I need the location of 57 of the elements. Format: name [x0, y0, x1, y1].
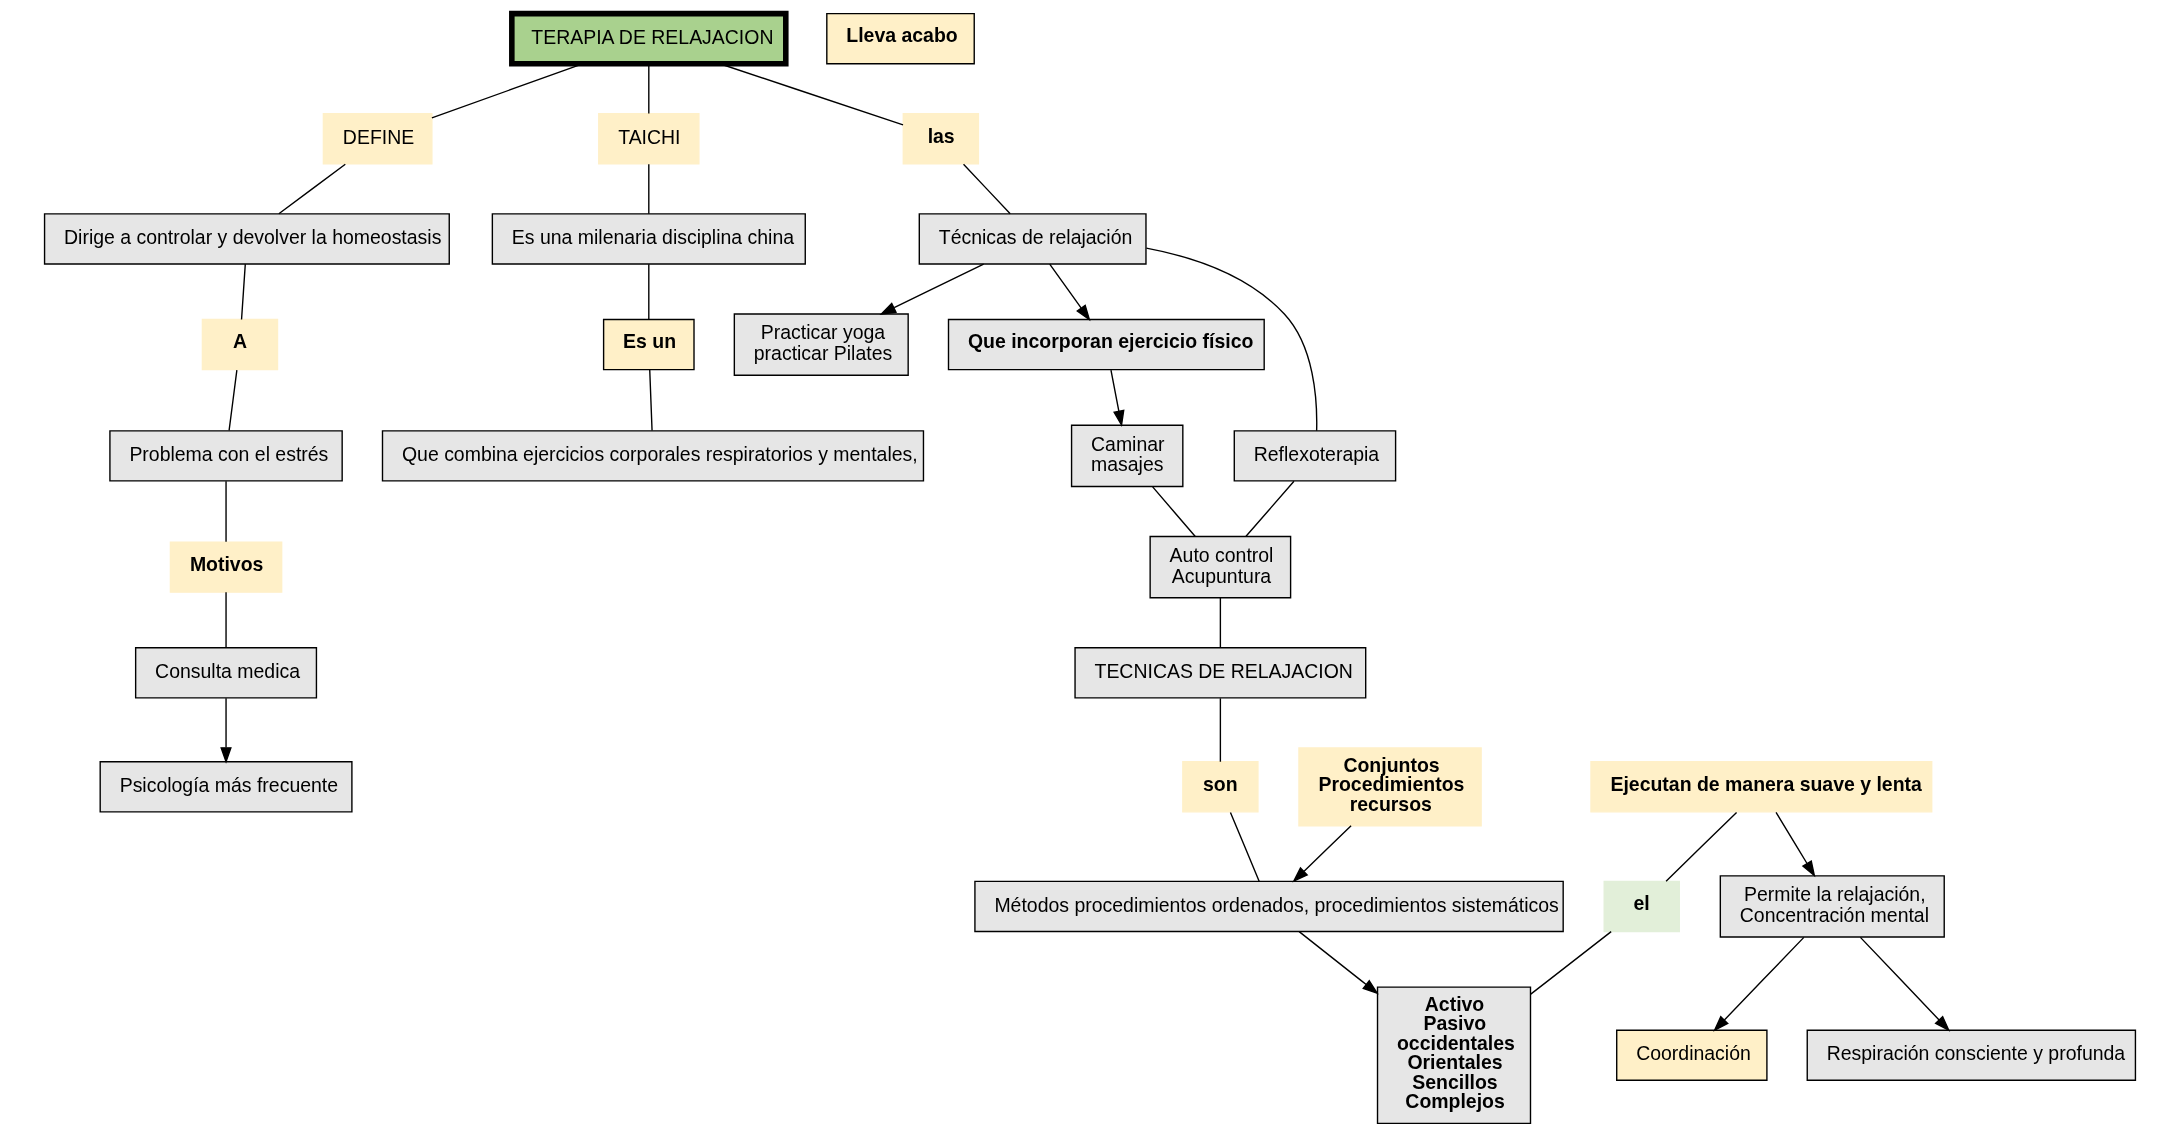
arrow: [1774, 811, 1815, 878]
node-box: Respiración consciente y profunda: [1806, 1029, 2136, 1081]
arrow: [1109, 369, 1125, 428]
connector: [647, 63, 649, 115]
connector: [1145, 247, 1317, 432]
node-box: A: [201, 318, 278, 371]
connector: [1219, 597, 1221, 649]
node-box: Caminar masajes: [1070, 424, 1184, 488]
connector: [1151, 486, 1196, 538]
arrow: [878, 263, 984, 315]
node-box: Auto control Acupuntura: [1148, 535, 1291, 599]
node-box: Que combina ejercicios corporales respiratorios y mentales,: [381, 430, 924, 482]
node-box: Consulta medica: [134, 647, 317, 699]
arrow: [219, 697, 232, 764]
connector: [240, 263, 246, 321]
node-box: TECNICAS DE RELAJACION: [1073, 647, 1366, 699]
node-box: Motivos: [169, 541, 282, 593]
node-box: Conjuntos Procedimientos recursos: [1297, 747, 1482, 827]
connector: [277, 163, 346, 215]
connector: [224, 480, 227, 543]
connector: [1244, 480, 1295, 537]
node-box: Es una milenaria disciplina china: [491, 213, 806, 265]
arrow: [1297, 930, 1379, 995]
connector: [962, 163, 1011, 215]
connector: [1529, 930, 1612, 995]
connector: [647, 263, 649, 321]
connector: [1219, 697, 1221, 763]
node-box: Ejecutan de manera suave y lenta: [1589, 761, 1932, 813]
node-box: el: [1603, 880, 1680, 933]
arrow: [1291, 825, 1352, 883]
node-box: Que incorporan ejercicio físico: [947, 318, 1265, 371]
arrow: [1712, 936, 1805, 1032]
node-box: las: [902, 113, 979, 165]
node-box: TERAPIA DE RELAJACION: [508, 10, 789, 67]
arrow: [1859, 936, 1950, 1032]
node-box: Lleva acabo: [825, 12, 975, 65]
node-box: Problema con el estrés: [108, 430, 343, 482]
node-box: Coordinación: [1615, 1029, 1768, 1081]
node-box: Dirige a controlar y devolver la homeostasis: [43, 213, 450, 265]
connector: [1664, 811, 1737, 882]
node-box: TAICHI: [597, 113, 700, 165]
connector: [1229, 811, 1260, 882]
node-box: Practicar yoga practicar Pilates: [733, 313, 909, 376]
connector: [647, 163, 649, 215]
node-box: Permite la relajación, Concentración mental: [1719, 875, 1945, 938]
node-box: Es un: [602, 318, 695, 371]
node-box: Métodos procedimientos ordenados, procedimientos sistemáticos: [973, 880, 1564, 933]
node-box: Técnicas de relajación: [918, 213, 1147, 265]
node-box: son: [1181, 761, 1259, 813]
arrow: [1048, 263, 1091, 322]
connector: [227, 369, 238, 432]
node-box: Activo Pasivo occidentales Orientales Sencillos Complejos: [1376, 986, 1531, 1125]
connector: [224, 591, 227, 649]
node-box: Psicología más frecuente: [99, 761, 353, 813]
node-box: Reflexoterapia: [1233, 430, 1396, 482]
connector: [648, 369, 653, 432]
node-box: DEFINE: [322, 113, 433, 165]
